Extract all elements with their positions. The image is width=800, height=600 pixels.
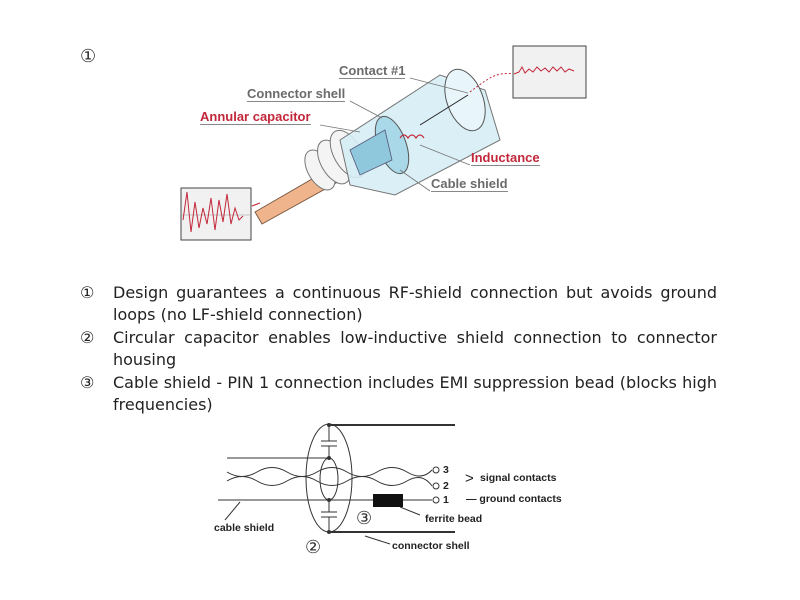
signal-bracket: > xyxy=(465,470,474,487)
label-annular-capacitor: Annular capacitor xyxy=(200,109,311,125)
pin-3-label: 3 xyxy=(443,464,449,476)
list-item: ③ Cable shield - PIN 1 connection includ… xyxy=(80,372,717,415)
list-text: Circular capacitor enables low-inductive… xyxy=(113,328,717,369)
twisted-wire-a xyxy=(226,467,433,477)
inner-ring xyxy=(319,457,339,501)
output-signal-scope xyxy=(512,45,587,99)
ground-contacts-label: — ground contacts xyxy=(466,493,562,505)
pin-2-label: 2 xyxy=(443,480,449,492)
cable-shield-label: cable shield xyxy=(214,522,275,534)
ferrite-bead xyxy=(373,494,403,507)
inductance-coil xyxy=(399,134,425,140)
list-item: ① Design guarantees a continuous RF-shie… xyxy=(80,282,717,325)
braid xyxy=(349,129,393,176)
signal-contacts-label: signal contacts xyxy=(480,472,557,484)
input-signal-scope xyxy=(180,187,252,241)
list-marker: ③ xyxy=(80,373,95,392)
list-item: ② Circular capacitor enables low-inducti… xyxy=(80,327,717,370)
pin-1-terminal xyxy=(432,496,440,504)
figure-marker: ① xyxy=(80,46,97,67)
label-cable-shield: Cable shield xyxy=(431,176,508,192)
label-contact-1: Contact #1 xyxy=(339,63,406,79)
pin-1-label: 1 xyxy=(443,494,449,506)
list-marker: ② xyxy=(80,328,95,347)
connector-shell-label: connector shell xyxy=(392,540,470,552)
label-inductance: Inductance xyxy=(471,150,540,166)
list-text: Cable shield - PIN 1 connection includes… xyxy=(113,373,717,414)
list-text: Design guarantees a continuous RF-shield… xyxy=(113,283,717,324)
feature-list: ① Design guarantees a continuous RF-shie… xyxy=(80,282,717,417)
ferrite-bead-label: ferrite bead xyxy=(425,513,483,525)
pin-2-terminal xyxy=(432,482,440,490)
label-connector-shell: Connector shell xyxy=(247,86,346,102)
marker-2: ② xyxy=(305,537,322,558)
list-marker: ① xyxy=(80,283,95,302)
twisted-wire-b xyxy=(226,476,433,487)
pin-3-terminal xyxy=(432,466,440,474)
marker-3: ③ xyxy=(356,508,373,529)
